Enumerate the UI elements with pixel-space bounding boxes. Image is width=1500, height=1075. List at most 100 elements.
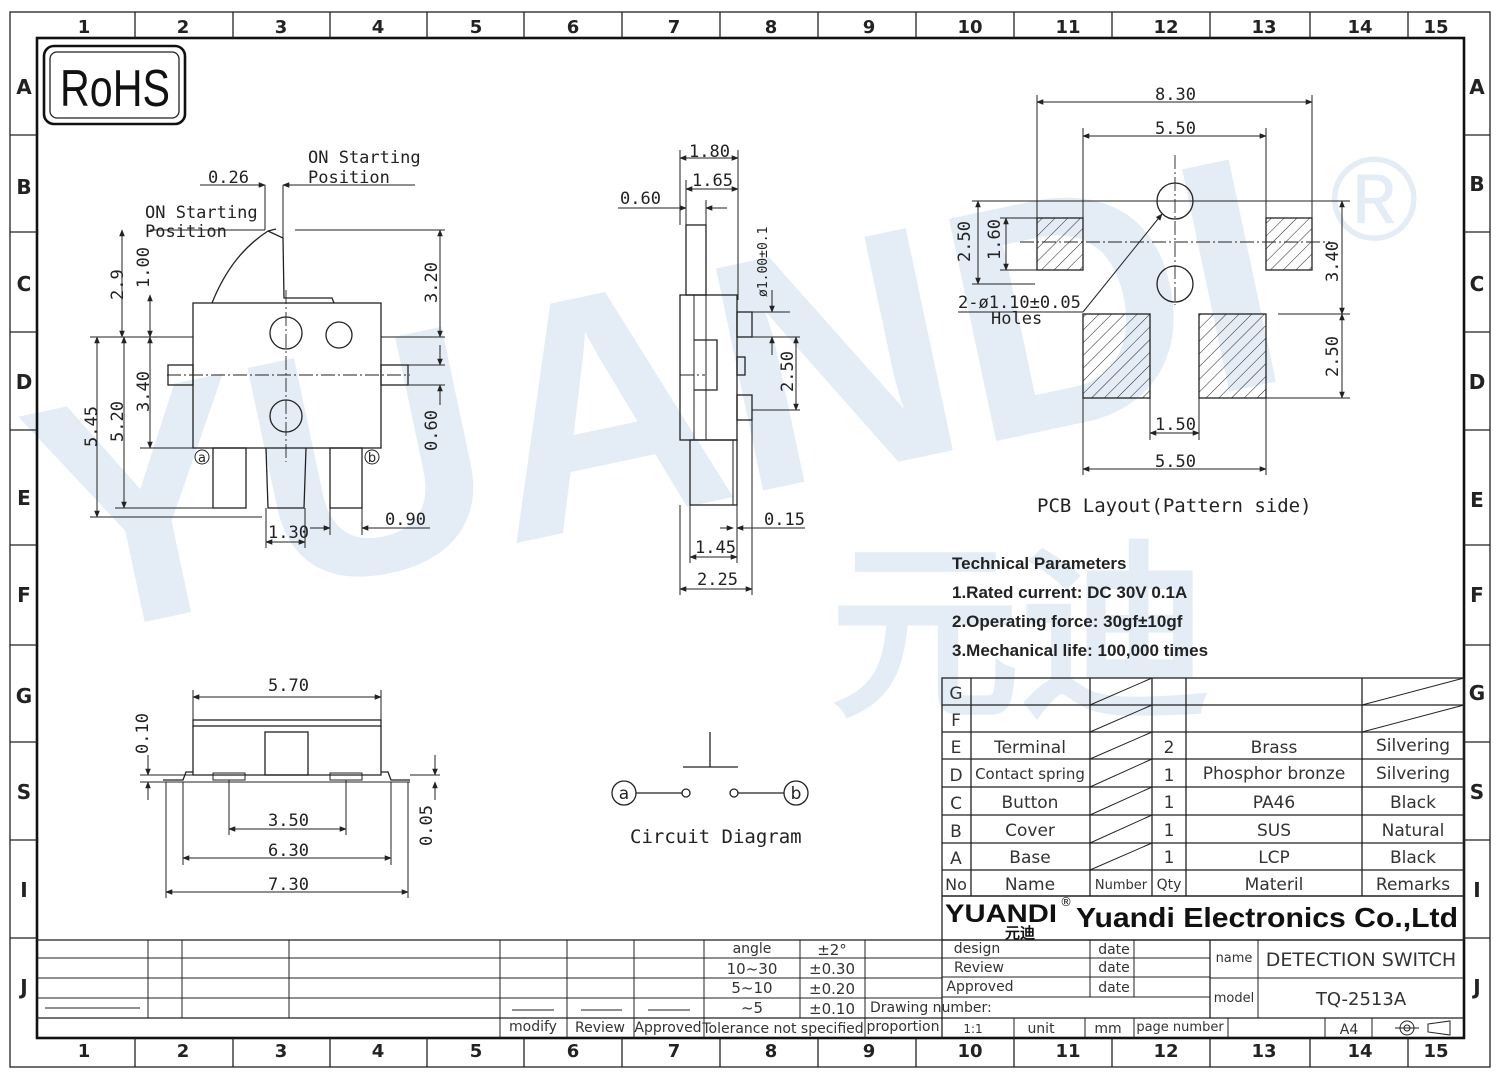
dim-2-25: 2.25 xyxy=(697,570,738,590)
col-label: 3 xyxy=(275,17,288,38)
row-label: F xyxy=(17,583,31,607)
bom-header-remarks: Remarks xyxy=(1376,875,1450,895)
bom-material: SUS xyxy=(1257,821,1291,841)
dim-1-45: 1.45 xyxy=(695,538,736,558)
bom-name: Terminal xyxy=(993,738,1066,758)
bom-qty: 1 xyxy=(1164,821,1175,841)
bom-qty: 2 xyxy=(1164,738,1175,758)
tol-r2-value: ±0.20 xyxy=(809,980,855,998)
name-value: DETECTION SWITCH xyxy=(1266,949,1456,971)
pad-upper-left xyxy=(1036,217,1084,271)
column-labels-top: 1 2 3 4 5 6 7 8 9 10 11 12 13 14 15 xyxy=(78,17,1449,38)
col-label: 3 xyxy=(275,1041,288,1062)
dim-0-05: 0.05 xyxy=(417,805,437,846)
dim-5-45: 5.45 xyxy=(82,406,102,447)
dim-0-10: 0.10 xyxy=(133,713,153,754)
drawing-number-label: Drawing number: xyxy=(870,1000,992,1016)
circuit-terminal-b: b xyxy=(791,784,802,804)
design-label: design xyxy=(954,941,1000,957)
tol-r3-value: ±0.10 xyxy=(809,1000,855,1018)
bom-no: D xyxy=(949,766,962,786)
bom-name: Button xyxy=(1002,793,1059,813)
inner-frame xyxy=(35,36,1466,1040)
bom-header-number: Number xyxy=(1095,878,1148,893)
dim-2-50-right: 2.50 xyxy=(1323,336,1343,377)
bom-no: E xyxy=(951,738,962,758)
company-name: Yuandi Electronics Co.,Ltd xyxy=(1076,902,1458,933)
technical-parameters: Technical Parameters 1.Rated current: DC… xyxy=(952,554,1208,660)
pin-hole-right xyxy=(325,321,353,349)
bom-no: G xyxy=(949,684,962,704)
dim-1-60: 1.60 xyxy=(985,219,1005,260)
pad-upper-right xyxy=(1265,217,1313,271)
dim-1-00: 1.00 xyxy=(134,247,154,288)
bom-header-no: No xyxy=(945,875,967,894)
dim-5-20: 5.20 xyxy=(108,401,128,442)
row-label: S xyxy=(1470,780,1484,804)
approved-label: Approved xyxy=(634,1020,701,1036)
side-tab-right xyxy=(380,364,409,386)
bom-qty: 1 xyxy=(1164,793,1175,813)
side-view: 1.80 1.65 0.60 ø1.00±0.1 2.50 0.15 1.45 … xyxy=(618,142,805,595)
col-label: 12 xyxy=(1153,1041,1178,1062)
terminal-b-label: b xyxy=(368,451,376,466)
col-label: 4 xyxy=(372,17,385,38)
terminal-a-label: a xyxy=(198,451,206,466)
sheet-size: A4 xyxy=(1340,1022,1359,1038)
dim-2-9: 2.9 xyxy=(108,269,128,300)
tol-angle-value: ±2° xyxy=(817,941,847,959)
bom-no: F xyxy=(951,711,961,731)
row-label: A xyxy=(16,75,32,99)
watermark-chinese: 元迪 xyxy=(830,524,1210,745)
on-starting-left-l2: Position xyxy=(145,222,227,242)
row-label: A xyxy=(1469,75,1485,99)
dim-5-70: 5.70 xyxy=(268,676,309,696)
dim-0-90: 0.90 xyxy=(385,510,426,530)
dim-0-60: 0.60 xyxy=(422,410,442,451)
model-label: model xyxy=(1214,991,1254,1006)
row-label: D xyxy=(16,370,33,394)
row-label: E xyxy=(1470,488,1484,512)
col-label: 13 xyxy=(1251,1041,1276,1062)
col-label: 10 xyxy=(957,17,982,38)
col-label: 8 xyxy=(765,1041,778,1062)
col-label: 11 xyxy=(1055,1041,1080,1062)
date-label: date xyxy=(1098,960,1130,976)
rohs-badge: RoHS xyxy=(42,44,187,126)
bom-qty: 1 xyxy=(1164,766,1175,786)
dim-3-40-pcb: 3.40 xyxy=(1323,241,1343,282)
dim-3-20: 3.20 xyxy=(422,262,442,303)
on-starting-left-l1: ON Starting xyxy=(145,203,258,223)
row-label: J xyxy=(1471,975,1480,999)
tol-r1-value: ±0.30 xyxy=(809,960,855,978)
col-label: 8 xyxy=(765,17,778,38)
review-label: Review xyxy=(575,1020,625,1036)
column-labels-bottom: 1 2 3 4 5 6 7 8 9 10 11 12 13 14 15 xyxy=(78,1041,1449,1062)
tol-r3: ~5 xyxy=(741,999,763,1017)
row-label: D xyxy=(1469,370,1486,394)
pcb-layout: 8.30 5.50 2.50 1.60 3.40 2.50 1.50 5.50 … xyxy=(955,85,1350,517)
dim-1-65: 1.65 xyxy=(692,171,733,191)
bom-remarks: Black xyxy=(1390,793,1436,813)
bom-material: Brass xyxy=(1251,738,1298,758)
row-label: S xyxy=(17,780,31,804)
company-logo-cn: 元迪 xyxy=(1005,924,1035,942)
bom-remarks: Black xyxy=(1390,848,1436,868)
col-label: 11 xyxy=(1055,17,1080,38)
bottom-view: 5.70 0.10 0.05 3.50 6.30 7.30 xyxy=(133,676,440,898)
bom-header-name: Name xyxy=(1005,875,1055,895)
col-label: 5 xyxy=(470,17,483,38)
col-label: 7 xyxy=(668,17,681,38)
bom-material: Phosphor bronze xyxy=(1203,764,1346,784)
bom-no: A xyxy=(950,849,962,869)
holes-label: Holes xyxy=(991,309,1042,329)
row-labels-left: A B C D E F G S I J xyxy=(16,75,33,999)
col-label: 15 xyxy=(1423,1041,1448,1062)
row-label: C xyxy=(1470,272,1485,296)
tol-r2: 5~10 xyxy=(731,979,772,997)
holes-spec: 2-ø1.10±0.05 xyxy=(958,293,1081,313)
terminal-b xyxy=(329,447,363,509)
bom-table: G F E D C B A Terminal Contact spring Bu… xyxy=(941,677,1465,897)
col-label: 10 xyxy=(957,1041,982,1062)
date-label: date xyxy=(1098,980,1130,996)
